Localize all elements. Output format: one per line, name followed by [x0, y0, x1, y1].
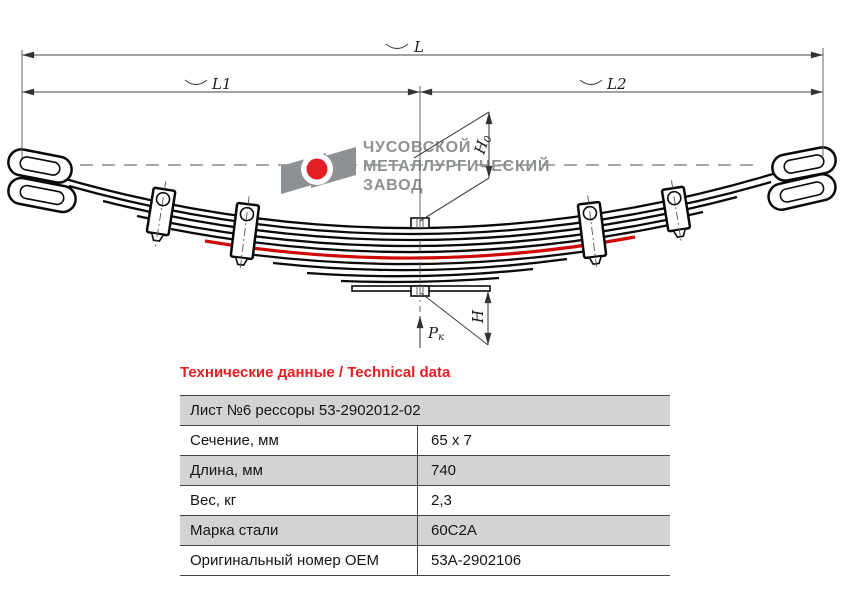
load-arrow-Pk: Pк — [416, 316, 444, 348]
arc-length-symbol — [184, 79, 208, 86]
row-label: Длина, мм — [190, 462, 263, 479]
row-value: 2,3 — [417, 486, 670, 515]
dim-label-H0: H0 — [470, 132, 495, 158]
row-label: Вес, кг — [190, 492, 237, 509]
row-label: Оригинальный номер OEM — [190, 552, 380, 569]
row-value: 740 — [417, 456, 670, 485]
dim-label-Pk: Pк — [427, 324, 444, 343]
clamp-1 — [145, 181, 177, 247]
leaf-9 — [306, 267, 534, 278]
logo-line2: МЕТАЛЛУРГИЧЕСКИЙ — [363, 156, 550, 175]
table-row: Оригинальный номер OEM 53А-2902106 — [180, 545, 670, 575]
logo-line1: ЧУСОВСКОЙ — [363, 137, 471, 156]
logo-red-dot — [306, 158, 328, 180]
dimension-L: L — [22, 38, 823, 59]
table-row: Сечение, мм 65 x 7 — [180, 425, 670, 455]
clamp-2 — [229, 196, 261, 271]
table-row: Марка стали 60С2А — [180, 515, 670, 545]
factory-logo: ЧУСОВСКОЙ МЕТАЛЛУРГИЧЕСКИЙ ЗАВОД — [281, 137, 550, 194]
spec-table: Лист №6 рессоры 53-2902012-02 Сечение, м… — [180, 395, 670, 576]
dimension-H: H — [420, 291, 492, 346]
technical-data-section: Технические данные / Technical data Лист… — [180, 364, 670, 576]
logo-line3: ЗАВОД — [363, 177, 423, 194]
dim-label-L1: L1 — [211, 75, 232, 93]
right-spring-eye — [767, 146, 837, 211]
table-header-row: Лист №6 рессоры 53-2902012-02 — [180, 395, 670, 425]
table-row: Длина, мм 740 — [180, 455, 670, 485]
dimension-L1: L1 — [22, 75, 420, 96]
row-label: Сечение, мм — [190, 432, 279, 449]
leaf-10 — [340, 276, 500, 284]
dimension-L2: L2 — [420, 75, 823, 96]
left-spring-eye — [7, 148, 77, 214]
row-value: 53А-2902106 — [417, 546, 670, 575]
leaf-spring-drawing: ЧУСОВСКОЙ МЕТАЛЛУРГИЧЕСКИЙ ЗАВОД — [7, 38, 837, 348]
dim-label-H: H — [469, 309, 487, 324]
row-value: 60С2А — [417, 516, 670, 545]
row-label: Марка стали — [190, 522, 279, 539]
table-header-cell: Лист №6 рессоры 53-2902012-02 — [190, 402, 421, 419]
row-value: 65 x 7 — [417, 426, 670, 455]
dimension-H0: H0 — [413, 111, 495, 222]
dim-label-L: L — [413, 38, 424, 56]
arc-length-symbol — [385, 43, 409, 50]
dim-label-L2: L2 — [606, 75, 627, 93]
clamp-3 — [576, 195, 608, 270]
technical-data-title: Технические данные / Technical data — [180, 364, 451, 381]
table-row: Вес, кг 2,3 — [180, 485, 670, 515]
arc-length-symbol — [579, 79, 603, 86]
clamp-4 — [660, 180, 692, 243]
